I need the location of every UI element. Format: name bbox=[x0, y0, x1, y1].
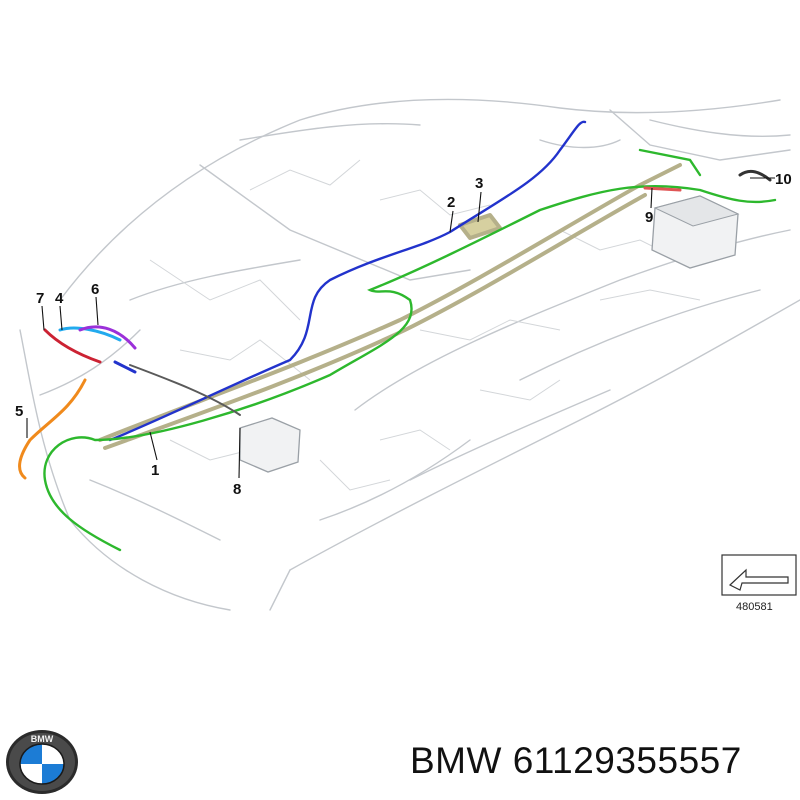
callout-2: 2 bbox=[447, 194, 455, 211]
body-detail-lines bbox=[149, 159, 701, 491]
callout-7: 7 bbox=[36, 290, 44, 307]
part-number-label: BMW 61129355557 bbox=[410, 740, 742, 781]
rear-battery bbox=[651, 195, 740, 269]
callout-9: 9 bbox=[645, 209, 653, 226]
callout-5: 5 bbox=[15, 403, 23, 420]
front-module-cables bbox=[18, 325, 241, 480]
callout-4: 4 bbox=[55, 290, 64, 307]
reference-symbol: 480581 bbox=[721, 554, 797, 613]
callout-6: 6 bbox=[91, 281, 99, 298]
car-body-outline bbox=[19, 98, 800, 611]
callout-3: 3 bbox=[475, 175, 483, 192]
bmw-logo-text: BMW bbox=[31, 734, 54, 744]
leader-lines bbox=[26, 177, 775, 479]
callout-10: 10 bbox=[775, 171, 792, 188]
bmw-logo: BMW bbox=[6, 730, 78, 794]
blue-cable bbox=[108, 120, 587, 442]
green-cable bbox=[43, 148, 777, 552]
callout-1: 1 bbox=[151, 462, 159, 479]
callout-labels: 1 2 3 4 5 6 7 8 9 10 bbox=[15, 171, 792, 498]
callout-8: 8 bbox=[233, 481, 241, 498]
front-battery bbox=[239, 417, 301, 473]
reference-id: 480581 bbox=[736, 601, 773, 613]
